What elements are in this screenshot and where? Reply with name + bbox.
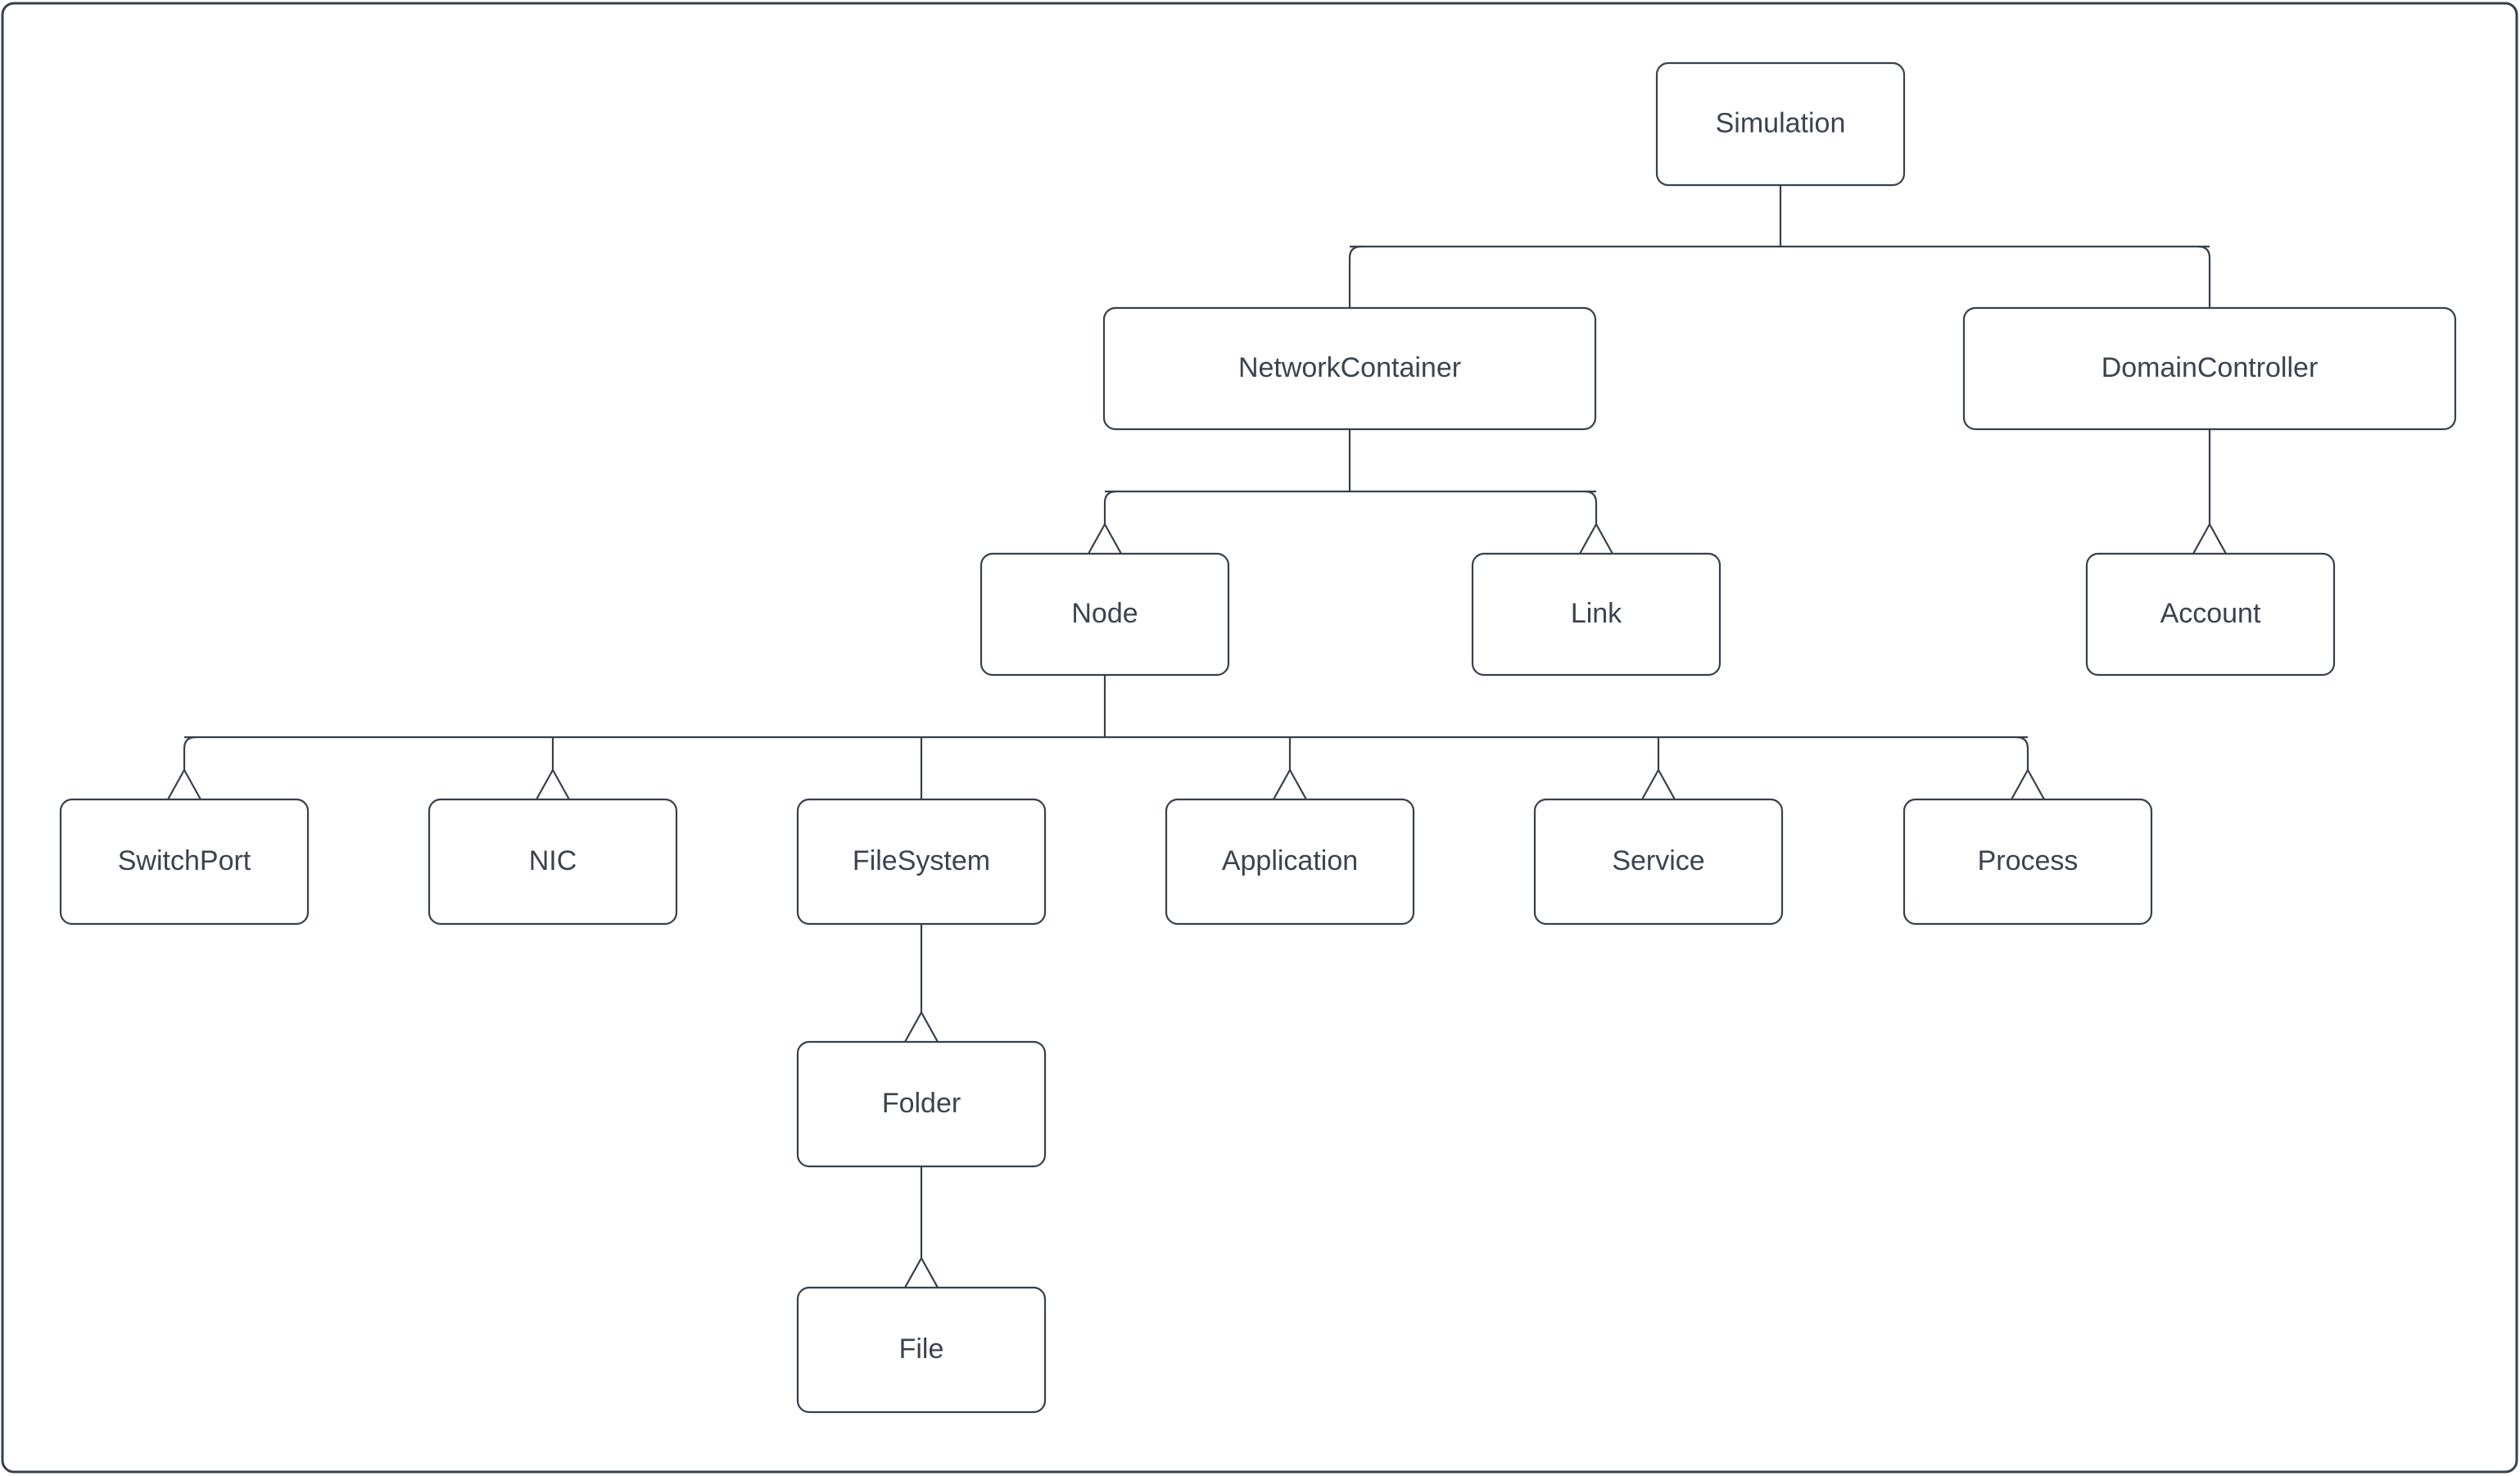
class-node-account[interactable]: Account (2085, 552, 2336, 677)
node-box-folder[interactable] (796, 1040, 1047, 1168)
node-box-service[interactable] (1533, 798, 1784, 926)
inheritance-arrow-node-service (1641, 767, 1676, 800)
node-box-application[interactable] (1165, 798, 1415, 926)
node-box-process[interactable] (1902, 798, 2153, 926)
inheritance-arrow-node-process (2011, 767, 2045, 800)
edge-simulation-networkcontainer (1348, 245, 1362, 308)
inheritance-arrow-networkcontainer-link (1579, 522, 1613, 555)
node-label-process: Process (1978, 845, 2079, 876)
node-label-file: File (899, 1333, 944, 1365)
class-node-networkcontainer[interactable]: NetworkContainer (1102, 306, 1597, 431)
node-box-filesystem[interactable] (796, 798, 1047, 926)
class-node-process[interactable]: Process (1902, 798, 2153, 926)
node-box-account[interactable] (2085, 552, 2336, 677)
node-label-account: Account (2160, 598, 2261, 629)
edge-simulation-domaincontroller (2197, 245, 2211, 308)
class-node-application[interactable]: Application (1165, 798, 1415, 926)
node-label-link: Link (1571, 598, 1622, 629)
edge-networkcontainer-link (1584, 490, 1598, 524)
node-label-simulation: Simulation (1716, 107, 1846, 138)
edge-node-process (2016, 736, 2029, 770)
node-box-file[interactable] (796, 1286, 1047, 1414)
inheritance-arrow-networkcontainer-node (1088, 522, 1122, 555)
class-node-domaincontroller[interactable]: DomainController (1962, 306, 2457, 431)
node-label-filesystem: FileSystem (853, 845, 990, 876)
class-node-simulation[interactable]: Simulation (1655, 61, 1906, 187)
node-box-domaincontroller[interactable] (1962, 306, 2457, 431)
inheritance-arrow-node-switchport (167, 767, 201, 800)
class-node-link[interactable]: Link (1471, 552, 1721, 677)
node-label-service: Service (1612, 845, 1704, 876)
inheritance-arrow-folder-file (904, 1256, 939, 1288)
node-box-node[interactable] (979, 552, 1230, 677)
class-node-service[interactable]: Service (1533, 798, 1784, 926)
node-box-networkcontainer[interactable] (1102, 306, 1597, 431)
node-label-nic: NIC (529, 845, 577, 876)
node-label-node: Node (1071, 598, 1138, 629)
class-node-node[interactable]: Node (979, 552, 1230, 677)
inheritance-arrow-node-nic (536, 767, 570, 800)
node-label-application: Application (1222, 845, 1358, 876)
node-box-switchport[interactable] (59, 798, 310, 926)
node-box-nic[interactable] (428, 798, 678, 926)
class-node-folder[interactable]: Folder (796, 1040, 1047, 1168)
class-node-filesystem[interactable]: FileSystem (796, 798, 1047, 926)
inheritance-arrow-domaincontroller-account (2192, 522, 2227, 555)
class-node-switchport[interactable]: SwitchPort (59, 798, 310, 926)
edge-networkcontainer-node (1103, 490, 1117, 524)
node-label-folder: Folder (882, 1088, 961, 1119)
node-box-simulation[interactable] (1655, 61, 1906, 187)
inheritance-arrow-filesystem-folder (904, 1010, 939, 1043)
edge-node-switchport (183, 736, 197, 770)
node-label-networkcontainer: NetworkContainer (1238, 352, 1461, 383)
node-label-domaincontroller: DomainController (2102, 352, 2319, 383)
node-label-switchport: SwitchPort (118, 845, 251, 876)
edge-layer (167, 185, 2227, 1288)
class-node-nic[interactable]: NIC (428, 798, 678, 926)
node-box-link[interactable] (1471, 552, 1721, 677)
inheritance-arrow-node-application (1273, 767, 1307, 800)
class-node-file[interactable]: File (796, 1286, 1047, 1414)
